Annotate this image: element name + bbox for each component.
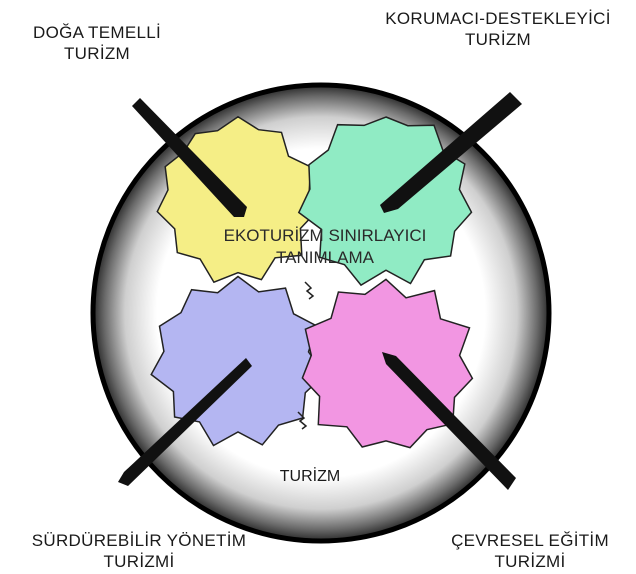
center-title-line1: EKOTURİZM SINIRLAYICI [190, 225, 460, 247]
label-bottom-left-line1: SÜRDÜREBİLİR YÖNETİM [8, 530, 270, 551]
label-top-left: DOĞA TEMELLİ TURİZM [2, 22, 192, 65]
center-title-line2: TANIMLAMA [190, 247, 460, 269]
label-top-right-line1: KORUMACI-DESTEKLEYİCİ [360, 8, 636, 29]
label-bottom-right-line1: ÇEVRESEL EĞİTİM [424, 530, 636, 551]
label-bottom-right: ÇEVRESEL EĞİTİM TURİZMİ [424, 530, 636, 573]
center-title: EKOTURİZM SINIRLAYICI TANIMLAMA [190, 225, 460, 269]
label-bottom-left: SÜRDÜREBİLİR YÖNETİM TURİZMİ [8, 530, 270, 573]
label-bottom-left-line2: TURİZMİ [8, 551, 270, 572]
label-top-left-line2: TURİZM [2, 43, 192, 64]
label-top-right-line2: TURİZM [360, 29, 636, 50]
label-top-right: KORUMACI-DESTEKLEYİCİ TURİZM [360, 8, 636, 51]
label-top-left-line1: DOĞA TEMELLİ [2, 22, 192, 43]
label-bottom-right-line2: TURİZMİ [424, 551, 636, 572]
footer-label: TURİZM [255, 468, 365, 486]
